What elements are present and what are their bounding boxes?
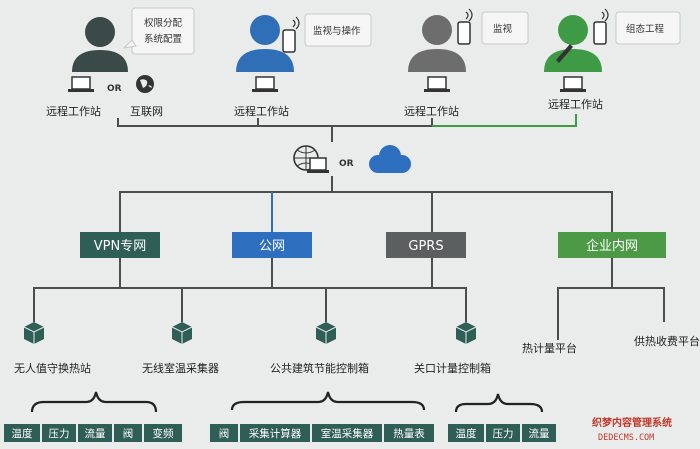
- curly-braces: [30, 391, 544, 413]
- pen-icon: [556, 44, 573, 63]
- param-label: 温度: [12, 427, 33, 440]
- network-label: 公网: [259, 239, 285, 254]
- operator-monitor-operate: 监视与操作 远程工作站: [234, 13, 372, 118]
- param-label: 热量表: [393, 427, 425, 440]
- person-icon: [72, 17, 128, 72]
- cube-icon: [455, 322, 477, 344]
- network-vpn: VPN专网: [80, 232, 160, 258]
- speech-bubble: 组态工程: [615, 11, 681, 45]
- top-connector-lines: [117, 114, 577, 142]
- platform-label: 热计量平台: [522, 341, 577, 355]
- param-label: 温度: [456, 427, 477, 440]
- speech-bubble: 权限分配 系统配置: [122, 7, 195, 55]
- operator-label: 远程工作站: [548, 97, 603, 111]
- phone-icon: [282, 16, 300, 53]
- device-lines: [33, 258, 665, 340]
- brace-1: [30, 391, 158, 413]
- or-text: OR: [339, 159, 354, 169]
- network-intranet: 企业内网: [558, 232, 666, 258]
- bubble-text: 组态工程: [626, 23, 665, 35]
- bubble-text-line1: 权限分配: [144, 17, 183, 29]
- operator-label: 远程工作站: [46, 104, 101, 118]
- cube-icon: [171, 322, 193, 344]
- param-label: 压力: [49, 427, 70, 440]
- watermark-line2: DEDECMS.COM: [598, 433, 654, 443]
- param-label: 采集计算器: [249, 427, 302, 440]
- cube-icon: [23, 322, 45, 344]
- device-label: 公共建筑节能控制箱: [270, 361, 369, 375]
- device-cubes: [23, 322, 477, 344]
- network-label: GPRS: [408, 239, 443, 254]
- laptop-icon: [424, 76, 450, 92]
- speech-bubble: 监视与操作: [304, 13, 372, 47]
- param-group-1: 温度 压力 流量 阀 变频: [4, 424, 182, 442]
- param-label: 流量: [529, 427, 550, 440]
- network-lines: [119, 176, 613, 232]
- param-group-2: 阀 采集计算器 室温采集器 热量表: [210, 424, 434, 442]
- laptop-icon: [252, 76, 278, 92]
- internet-label: 互联网: [130, 105, 163, 118]
- phone-icon: [593, 8, 609, 45]
- device-label: 无人值守换热站: [14, 361, 91, 375]
- laptop-icon: [68, 76, 94, 92]
- param-label: 阀: [123, 427, 134, 440]
- globe-workstation-icon: [293, 145, 329, 173]
- operator-label: 远程工作站: [234, 104, 289, 118]
- watermark: 织梦内容管理系统 DEDECMS.COM: [592, 416, 672, 443]
- person-icon: [408, 15, 466, 72]
- watermark-line1: 织梦内容管理系统: [592, 416, 672, 429]
- device-label: 关口计量控制箱: [414, 361, 491, 375]
- brace-3: [454, 393, 544, 413]
- platform-label: 供热收费平台: [634, 334, 700, 348]
- device-label: 无线室温采集器: [142, 361, 219, 375]
- bubble-text: 监视与操作: [313, 25, 361, 37]
- operator-config-engineering: 组态工程 远程工作站: [544, 8, 681, 111]
- network-label: 企业内网: [586, 238, 638, 254]
- param-label: 室温采集器: [321, 427, 374, 440]
- network-label: VPN专网: [94, 239, 146, 254]
- brace-2: [230, 391, 426, 411]
- bubble-text-line2: 系统配置: [144, 33, 182, 45]
- operator-label: 远程工作站: [404, 104, 459, 118]
- speech-bubble: 监视: [481, 11, 529, 45]
- param-group-3: 温度 压力 流量: [448, 424, 556, 442]
- operator-monitor: 监视 远程工作站: [404, 8, 529, 118]
- network-public: 公网: [232, 232, 312, 258]
- operator-admin: 权限分配 系统配置 OR 远程工作站 互联网: [46, 7, 195, 118]
- param-label: 阀: [219, 427, 230, 440]
- network-gprs: GPRS: [386, 232, 466, 258]
- cloud-icon: [369, 145, 411, 173]
- internet-or-cloud: OR: [293, 145, 411, 173]
- or-text: OR: [107, 84, 122, 94]
- laptop-icon: [560, 76, 586, 92]
- cube-icon: [315, 322, 337, 344]
- param-label: 压力: [493, 427, 514, 440]
- phone-icon: [457, 8, 473, 45]
- globe-icon: [136, 75, 154, 93]
- param-label: 流量: [85, 427, 106, 440]
- person-icon: [236, 15, 294, 72]
- person-icon: [544, 15, 602, 72]
- param-label: 变频: [153, 427, 174, 440]
- bubble-text: 监视: [493, 23, 513, 35]
